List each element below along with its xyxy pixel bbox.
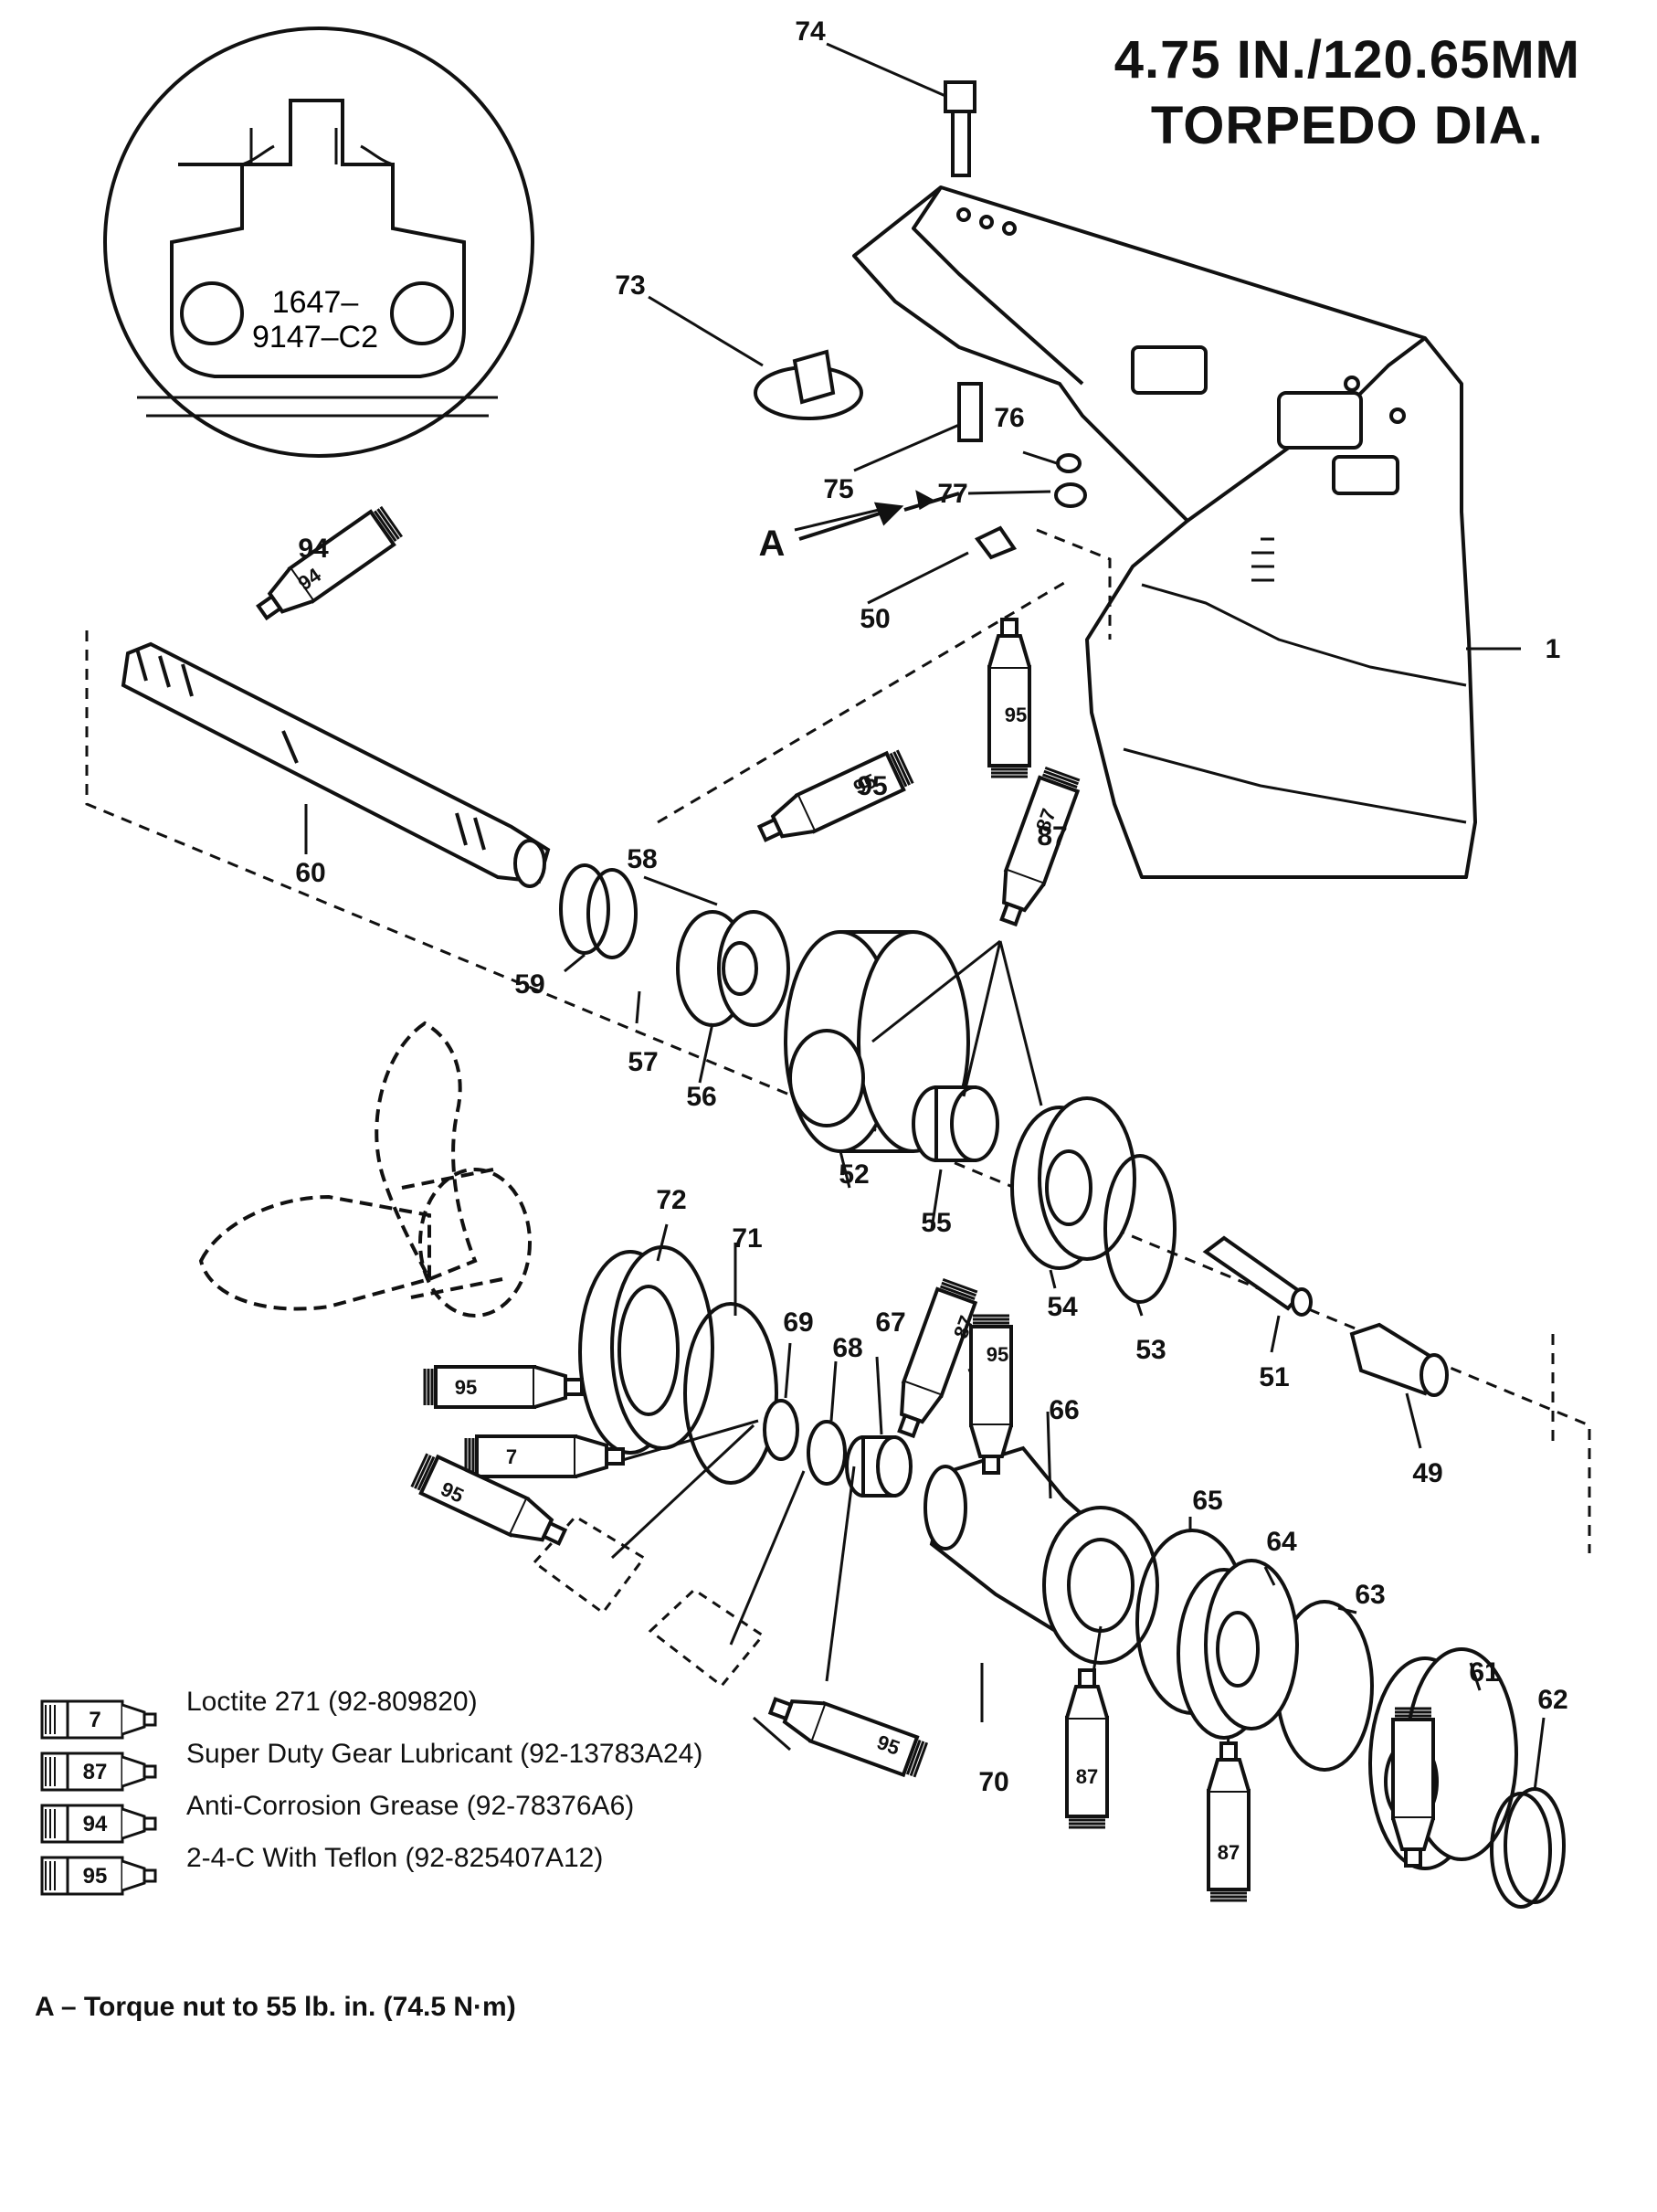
legend-code: 94 [83, 1812, 108, 1836]
lube-tube-95-carrier [1065, 1668, 1109, 1829]
tube-label: 95 [1005, 704, 1027, 726]
arrow-A [798, 490, 960, 541]
propeller-shaft [121, 641, 551, 888]
o-ring-53 [1103, 1154, 1177, 1304]
part-number: 74 [795, 16, 826, 47]
propeller-outline [198, 1021, 532, 1318]
legend-row: 2-4-C With Teflon (92-825407A12) [42, 1836, 864, 1888]
shift-pin [1202, 1235, 1313, 1317]
gear-washer-62 [1490, 1787, 1566, 1909]
cam-follower [1349, 1322, 1449, 1397]
part-number: 52 [839, 1159, 869, 1190]
thrust-washer [683, 1302, 778, 1485]
detail-code-line1: 1647– [272, 285, 359, 320]
legend-row: Loctite 271 (92-809820) [42, 1679, 864, 1731]
part-number: 1 [1546, 634, 1561, 664]
part-number: 71 [732, 1223, 762, 1254]
part-number: 68 [832, 1333, 862, 1363]
lube-tube-95-mid [752, 746, 916, 853]
lube-tube-7 [464, 1434, 625, 1478]
part-number: 49 [1412, 1458, 1442, 1488]
title-line1: 4.75 IN./120.65MM [1113, 30, 1580, 90]
part-number: 94 [298, 534, 329, 564]
part-number: 66 [1049, 1395, 1079, 1425]
legend-row: Super Duty Gear Lubricant (92-13783A24) [42, 1731, 864, 1783]
bracket-50 [974, 525, 1018, 560]
part-number: 73 [615, 270, 645, 301]
part-number: 64 [1266, 1527, 1297, 1557]
part-number: 72 [656, 1185, 686, 1215]
clutch-dog [676, 910, 790, 1027]
part-number: 62 [1537, 1685, 1567, 1715]
part-number: 59 [514, 969, 544, 1000]
part-number: 76 [994, 403, 1024, 433]
legend-text: 2-4-C With Teflon (92-825407A12) [186, 1843, 604, 1873]
detail-magnifier [103, 26, 534, 458]
part-number: 51 [1259, 1362, 1289, 1392]
part-number: 95 [857, 771, 887, 801]
part-number: 70 [978, 1767, 1008, 1797]
lube-tube-87-bottom [1207, 1741, 1251, 1902]
legend-code: 95 [83, 1864, 108, 1889]
lube-tube-95-upper [987, 618, 1031, 778]
screw-75 [957, 382, 983, 442]
lube-tube-87-low-center [885, 1276, 981, 1443]
lube-tube-95-low-center [969, 1314, 1013, 1475]
legend-text: Super Duty Gear Lubricant (92-13783A24) [186, 1739, 703, 1769]
part-number: 75 [823, 474, 853, 504]
trim-tab-anode [754, 349, 863, 420]
part-number: 50 [860, 604, 890, 634]
bearing-carrier [923, 1445, 1159, 1665]
bearings-upper [912, 1085, 1136, 1270]
torque-footnote: A – Torque nut to 55 lb. in. (74.5 N·m) [35, 1992, 516, 2022]
lubricant-legend: Loctite 271 (92-809820) Super Duty Gear … [42, 1679, 864, 1888]
washer-nut [1054, 453, 1087, 508]
retainer-ring [559, 863, 638, 959]
part-number: 67 [875, 1307, 905, 1338]
tube-label: 87 [1218, 1841, 1240, 1864]
diagram-title: 4.75 IN./120.65MM TORPEDO DIA. [1114, 27, 1580, 159]
part-number: 61 [1469, 1657, 1499, 1688]
part-number: 58 [627, 844, 657, 874]
part-number: 60 [295, 858, 325, 888]
part-number: 56 [686, 1082, 716, 1112]
legend-code: 87 [83, 1760, 108, 1784]
lube-tube-87-right [1391, 1707, 1435, 1868]
lube-tube-94-top [248, 503, 405, 630]
bearing-64 [1177, 1559, 1299, 1740]
part-number: 87 [1037, 821, 1067, 852]
part-number: 57 [628, 1047, 658, 1077]
tube-label: 7 [506, 1445, 517, 1468]
detail-code-line2: 9147–C2 [252, 320, 378, 355]
legend-code: 7 [89, 1708, 100, 1732]
part-number: 65 [1192, 1486, 1222, 1516]
part-number: 55 [921, 1208, 951, 1238]
legend-text: Anti-Corrosion Grease (92-78376A6) [186, 1791, 635, 1821]
bolt-74 [944, 80, 976, 177]
title-line2: TORPEDO DIA. [1150, 96, 1544, 155]
legend-text: Loctite 271 (92-809820) [186, 1687, 478, 1717]
lube-tube-95-left [423, 1365, 584, 1409]
part-number: 77 [937, 479, 967, 509]
seals-small [763, 1399, 913, 1498]
part-number: 69 [783, 1307, 813, 1338]
gearcase-housing [852, 185, 1477, 879]
part-number: 63 [1355, 1580, 1385, 1610]
bearing-72 [578, 1245, 714, 1455]
tube-label: 95 [455, 1376, 477, 1399]
legend-row: Anti-Corrosion Grease (92-78376A6) [42, 1783, 864, 1836]
lube-tube-87-mid [987, 765, 1083, 931]
tube-label: 95 [987, 1343, 1008, 1366]
shift-detents [532, 1515, 765, 1688]
tube-label: 87 [1076, 1765, 1098, 1788]
callout-A: A [759, 524, 786, 564]
part-number: 54 [1047, 1292, 1078, 1322]
part-number: 53 [1135, 1335, 1166, 1365]
